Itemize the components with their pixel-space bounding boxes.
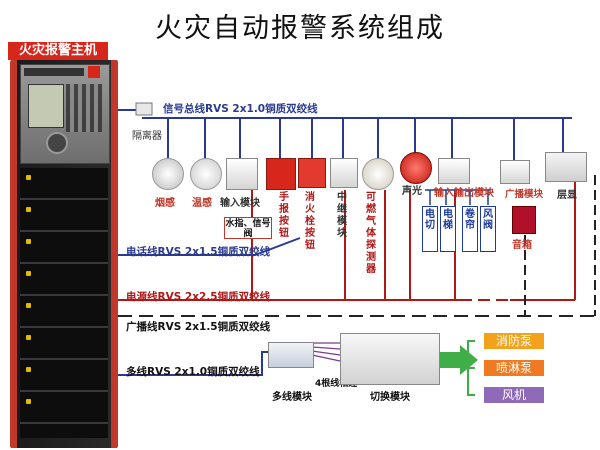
water-signal-valve-label: 水指、信号阀 (224, 217, 272, 239)
broadcast-line (118, 175, 596, 317)
input-module-label: 输入模块 (220, 198, 260, 209)
indicator-led (26, 207, 31, 212)
input-module-icon (226, 158, 258, 190)
switch-module-label: 切换模块 (370, 392, 410, 403)
switch-module-icon (340, 333, 440, 385)
broadcast-module-icon (500, 160, 530, 184)
diagram-title: 火灾自动报警系统组成 (155, 13, 445, 44)
indicator-led (26, 239, 31, 244)
io-output-shutter: 卷帘 (462, 206, 478, 252)
pump-connector (467, 340, 475, 396)
io-output-power-cut: 电切 (422, 206, 438, 252)
floor-display-label: 层显 (557, 190, 577, 201)
isolator-device (135, 102, 153, 116)
heat-detector-label: 温感 (192, 198, 212, 209)
isolator-label: 隔离器 (132, 131, 162, 142)
io-output-damper: 风阀 (480, 206, 496, 252)
manual-button-label: 手报按钮 (279, 192, 289, 239)
sprinkler-pump-label: 喷淋泵 (484, 360, 544, 376)
indicator-led (26, 367, 31, 372)
four-wire-label: 4根线相连 (315, 379, 358, 389)
indicator-led (26, 399, 31, 404)
rotary-knob (46, 132, 68, 154)
keypad (66, 84, 102, 132)
manual-alarm-button-icon (266, 158, 296, 190)
indicator-led (26, 271, 31, 276)
lcd-screen (28, 84, 64, 128)
io-module-icon (438, 158, 470, 184)
signal-bus-label: 信号总线RVS 2x1.0铜质双绞线 (163, 103, 318, 115)
smoke-detector-icon (152, 158, 184, 190)
speaker-label: 音箱 (512, 240, 532, 251)
broadcast-line-label: 广播线RVS 2x1.5铜质双绞线 (126, 321, 271, 333)
indicator-led (26, 335, 31, 340)
multi-line-module-label: 多线模块 (272, 392, 312, 403)
io-branches (425, 189, 490, 205)
power-line-label: 电源线RVS 2x2.5铜质双绞线 (126, 291, 271, 303)
brand-badge (88, 66, 100, 78)
relay-module-icon (330, 158, 358, 188)
speaker-icon (512, 206, 536, 234)
io-output-elevator: 电梯 (440, 206, 456, 252)
relay-module-label: 中继模块 (337, 192, 347, 239)
indicator-led (26, 303, 31, 308)
multi-line-label: 多线RVS 2x1.0铜质双绞线 (126, 366, 260, 378)
smoke-detector-label: 烟感 (155, 198, 175, 209)
signal-bus-line (118, 109, 572, 376)
ribbon-cable (311, 342, 341, 362)
indicator-led (26, 175, 31, 180)
sounder-label: 声光 (402, 186, 422, 197)
phone-line-label: 电话线RVS 2x1.5铜质双绞线 (126, 246, 271, 258)
panel-strip (24, 68, 84, 76)
heat-detector-icon (190, 158, 222, 190)
gas-detector-icon (362, 158, 394, 190)
fan-label: 风机 (484, 387, 544, 403)
floor-display-icon (545, 152, 587, 182)
broadcast-module-label: 广播模块 (505, 189, 544, 200)
io-module-label: 输入输出模块 (434, 188, 494, 199)
host-label: 火灾报警主机 (8, 42, 108, 60)
fire-pump-label: 消防泵 (484, 333, 544, 349)
hydrant-button-icon (298, 158, 326, 188)
gas-detector-label: 可燃气体探测器 (366, 192, 376, 275)
output-arrow (440, 345, 478, 375)
cabinet-slots (20, 168, 108, 438)
hydrant-button-label: 消火栓按钮 (305, 192, 315, 251)
sounder-strobe-icon (400, 152, 432, 184)
multi-line-module-icon (268, 342, 314, 368)
